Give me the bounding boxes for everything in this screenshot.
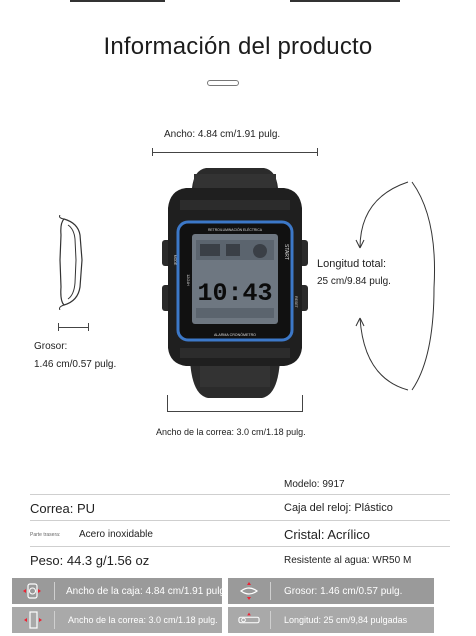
feature-case-width-label: Ancho de la caja: 4.84 cm/1.91 pulg. bbox=[66, 585, 228, 597]
feature-strap-width: Ancho de la correa: 3.0 cm/1.18 pulg. bbox=[12, 607, 222, 633]
top-border-right bbox=[290, 0, 400, 2]
strap-width-tick-left bbox=[167, 395, 168, 412]
display-top-text: RETROILUMINACIÓN ELÉCTRICA bbox=[208, 227, 263, 232]
strap-width-label: Ancho de la correa: 3.0 cm/1.18 pulg. bbox=[156, 427, 306, 437]
strap-length-icon bbox=[238, 611, 260, 629]
reset-button-label: RESET bbox=[294, 296, 298, 309]
spec-divider-3 bbox=[30, 546, 450, 547]
title-divider bbox=[207, 80, 239, 86]
case-width-line bbox=[152, 152, 318, 153]
feature-strap-width-label: Ancho de la correa: 3.0 cm/1.18 pulg. bbox=[68, 615, 218, 625]
watch-side-profile bbox=[59, 215, 83, 310]
thickness-value: 1.46 cm/0.57 pulg. bbox=[34, 359, 117, 370]
spec-water-resistance: Resistente al agua: WR50 M bbox=[284, 555, 412, 566]
mode-button-label: MODE bbox=[173, 255, 177, 266]
spec-back-value: Acero inoxidable bbox=[79, 529, 153, 540]
spec-model: Modelo: 9917 bbox=[284, 479, 345, 490]
thickness-tick-right bbox=[88, 323, 89, 331]
thickness-icon bbox=[238, 582, 260, 600]
spec-divider-1 bbox=[30, 494, 450, 495]
feature-thickness: Grosor: 1.46 cm/0.57 pulg. bbox=[228, 578, 434, 604]
total-length-label: Longitud total: bbox=[317, 258, 387, 270]
feature-strap-length-label: Longitud: 25 cm/9,84 pulgadas bbox=[284, 615, 408, 625]
feature-thickness-label: Grosor: 1.46 cm/0.57 pulg. bbox=[284, 585, 403, 597]
display-time: 10:43 bbox=[197, 279, 272, 308]
strap-width-icon bbox=[22, 611, 44, 629]
display-side-left: 12/24H bbox=[186, 274, 190, 286]
feature-separator bbox=[54, 582, 55, 600]
feature-separator bbox=[270, 582, 271, 600]
display-side-right: START bbox=[283, 244, 289, 260]
page-title: Información del producto bbox=[103, 33, 373, 60]
watch-image: RETROILUMINACIÓN ELÉCTRICA 10:43 ALARMA … bbox=[162, 168, 308, 398]
watch-width-icon bbox=[22, 582, 42, 600]
feature-separator bbox=[270, 611, 271, 629]
display-bottom-text: ALARMA CRONÓMETRO bbox=[214, 332, 256, 337]
spec-divider-2 bbox=[30, 520, 450, 521]
top-border-left bbox=[70, 0, 165, 2]
strap-width-line bbox=[167, 411, 303, 412]
spec-back-label: Parte trasera: bbox=[30, 532, 61, 538]
total-length-value: 25 cm/9.84 pulg. bbox=[317, 276, 391, 287]
case-width-tick-left bbox=[152, 148, 153, 156]
total-length-arc bbox=[355, 181, 435, 391]
spec-weight: Peso: 44.3 g/1.56 oz bbox=[30, 553, 150, 568]
spec-case-material: Caja del reloj: Plástico bbox=[284, 502, 393, 514]
feature-case-width: Ancho de la caja: 4.84 cm/1.91 pulg. bbox=[12, 578, 228, 604]
thickness-tick-left bbox=[58, 323, 59, 331]
spec-strap: Correa: PU bbox=[30, 501, 96, 516]
case-width-label: Ancho: 4.84 cm/1.91 pulg. bbox=[164, 129, 281, 140]
thickness-label: Grosor: bbox=[34, 341, 68, 352]
spec-crystal: Cristal: Acrílico bbox=[284, 527, 370, 542]
thickness-line bbox=[58, 327, 89, 328]
strap-width-tick-right bbox=[302, 395, 303, 412]
feature-strap-length: Longitud: 25 cm/9,84 pulgadas bbox=[228, 607, 434, 633]
case-width-tick-right bbox=[317, 148, 318, 156]
feature-separator bbox=[54, 611, 55, 629]
